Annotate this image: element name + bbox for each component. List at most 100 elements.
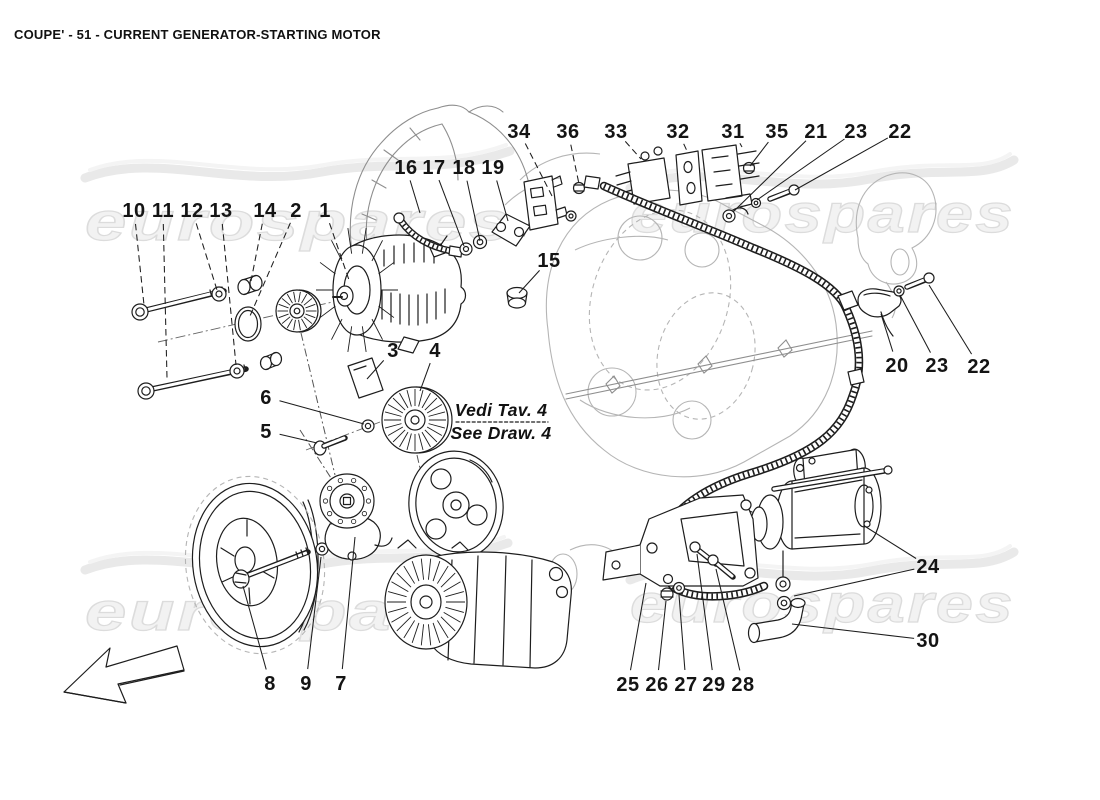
breather-elbow-pipe bbox=[747, 597, 806, 644]
alternator-pulley bbox=[275, 289, 322, 333]
part-label-16[interactable]: 16 bbox=[394, 157, 417, 179]
leader-line-22b bbox=[928, 284, 973, 355]
leader-line-5 bbox=[279, 433, 318, 444]
page-title: COUPE' - 51 - CURRENT GENERATOR-STARTING… bbox=[14, 27, 381, 42]
part-label-4[interactable]: 4 bbox=[429, 340, 441, 362]
belt-shim-plate bbox=[347, 357, 384, 399]
leader-line-23 bbox=[756, 138, 845, 201]
leader-line-15 bbox=[518, 270, 540, 294]
leader-line-2 bbox=[249, 222, 291, 317]
leader-line-11 bbox=[162, 223, 168, 379]
terminal-blocks bbox=[523, 144, 800, 231]
leader-line-4 bbox=[419, 362, 431, 392]
part-label-20[interactable]: 20 bbox=[885, 355, 908, 377]
see-drawing-note: Vedi Tav. 4 See Draw. 4 bbox=[451, 400, 552, 443]
watermark-text: eurospares bbox=[85, 192, 513, 252]
part-label-22b[interactable]: 22 bbox=[967, 356, 990, 378]
part-label-33[interactable]: 33 bbox=[604, 121, 627, 143]
leader-line-20 bbox=[880, 313, 894, 352]
part-label-26[interactable]: 26 bbox=[645, 674, 668, 696]
part-label-24[interactable]: 24 bbox=[916, 556, 940, 578]
leader-line-10 bbox=[134, 223, 145, 306]
leader-line-21 bbox=[732, 140, 807, 213]
engine-block-ghost bbox=[504, 152, 937, 595]
leader-line-12 bbox=[195, 223, 218, 291]
part-label-11[interactable]: 11 bbox=[152, 200, 174, 222]
part-label-5[interactable]: 5 bbox=[260, 421, 272, 443]
crank-pulley bbox=[184, 475, 326, 655]
leader-line-32 bbox=[683, 143, 688, 152]
leader-line-33 bbox=[624, 141, 642, 160]
idler-pulley bbox=[381, 386, 453, 454]
leader-line-19 bbox=[496, 180, 509, 222]
part-label-22[interactable]: 22 bbox=[888, 121, 911, 143]
part-label-6[interactable]: 6 bbox=[260, 387, 272, 409]
part-label-15[interactable]: 15 bbox=[537, 250, 560, 272]
part-label-17[interactable]: 17 bbox=[422, 157, 445, 179]
leader-line-16 bbox=[409, 180, 421, 214]
part-label-29[interactable]: 29 bbox=[702, 674, 725, 696]
part-label-8[interactable]: 8 bbox=[264, 673, 276, 695]
starter-motor bbox=[744, 448, 893, 611]
part-label-27[interactable]: 27 bbox=[674, 674, 697, 696]
part-label-7[interactable]: 7 bbox=[335, 673, 347, 695]
leader-line-28 bbox=[715, 568, 741, 671]
part-label-32[interactable]: 32 bbox=[666, 121, 689, 143]
part-label-9[interactable]: 9 bbox=[300, 673, 312, 695]
belt-tensioner bbox=[319, 473, 393, 561]
part-label-31[interactable]: 31 bbox=[721, 121, 744, 143]
leader-line-13 bbox=[221, 223, 237, 366]
leader-line-29 bbox=[696, 553, 713, 671]
leader-line-27 bbox=[678, 594, 686, 671]
leader-line-24 bbox=[793, 568, 915, 597]
leader-line-18 bbox=[466, 180, 481, 242]
part-label-34[interactable]: 34 bbox=[507, 121, 531, 143]
water-pump-pulley bbox=[408, 450, 504, 560]
part-label-19[interactable]: 19 bbox=[481, 157, 504, 179]
part-label-1[interactable]: 1 bbox=[319, 200, 331, 222]
part-label-2[interactable]: 2 bbox=[290, 200, 302, 222]
leader-line-17 bbox=[438, 179, 465, 247]
part-label-18[interactable]: 18 bbox=[452, 157, 475, 179]
watermark-text: eurospares bbox=[630, 184, 1015, 244]
part-label-36[interactable]: 36 bbox=[556, 121, 579, 143]
part-label-25[interactable]: 25 bbox=[616, 674, 639, 696]
leader-line-25 bbox=[629, 582, 647, 671]
note-line-english: See Draw. 4 bbox=[451, 423, 552, 443]
leader-line-36 bbox=[570, 144, 580, 185]
fuel-rail-ghost bbox=[565, 330, 873, 400]
alternator-fasteners bbox=[131, 274, 375, 456]
alternator-cable bbox=[393, 212, 531, 309]
ac-compressor bbox=[384, 539, 572, 669]
part-label-13[interactable]: 13 bbox=[209, 200, 232, 222]
leader-line-7 bbox=[341, 536, 356, 670]
note-line-italian: Vedi Tav. 4 bbox=[455, 400, 547, 420]
leader-line-3 bbox=[366, 360, 385, 380]
part-label-3[interactable]: 3 bbox=[387, 340, 399, 362]
leader-line-31 bbox=[739, 142, 743, 148]
leader-line-23b bbox=[899, 294, 931, 353]
part-label-28[interactable]: 28 bbox=[731, 674, 754, 696]
leader-line-26 bbox=[657, 600, 667, 671]
part-label-23b[interactable]: 23 bbox=[925, 355, 948, 377]
part-label-14[interactable]: 14 bbox=[253, 200, 277, 222]
part-label-35[interactable]: 35 bbox=[765, 121, 788, 143]
leader-line-24 bbox=[865, 526, 917, 559]
part-label-21[interactable]: 21 bbox=[804, 121, 827, 143]
part-label-12[interactable]: 12 bbox=[180, 200, 203, 222]
leader-line-6 bbox=[279, 400, 365, 425]
direction-arrow bbox=[63, 645, 185, 704]
part-label-30[interactable]: 30 bbox=[916, 630, 939, 652]
leader-line-30 bbox=[791, 623, 915, 639]
leader-line-22 bbox=[794, 137, 889, 191]
cable-elbow-fitting bbox=[857, 272, 935, 337]
part-label-10[interactable]: 10 bbox=[122, 200, 145, 222]
crank-pulley-bolt bbox=[232, 542, 329, 589]
part-label-23[interactable]: 23 bbox=[844, 121, 867, 143]
leader-line-8 bbox=[242, 585, 267, 670]
leader-line-9 bbox=[307, 556, 322, 670]
leader-line-35 bbox=[749, 141, 769, 167]
